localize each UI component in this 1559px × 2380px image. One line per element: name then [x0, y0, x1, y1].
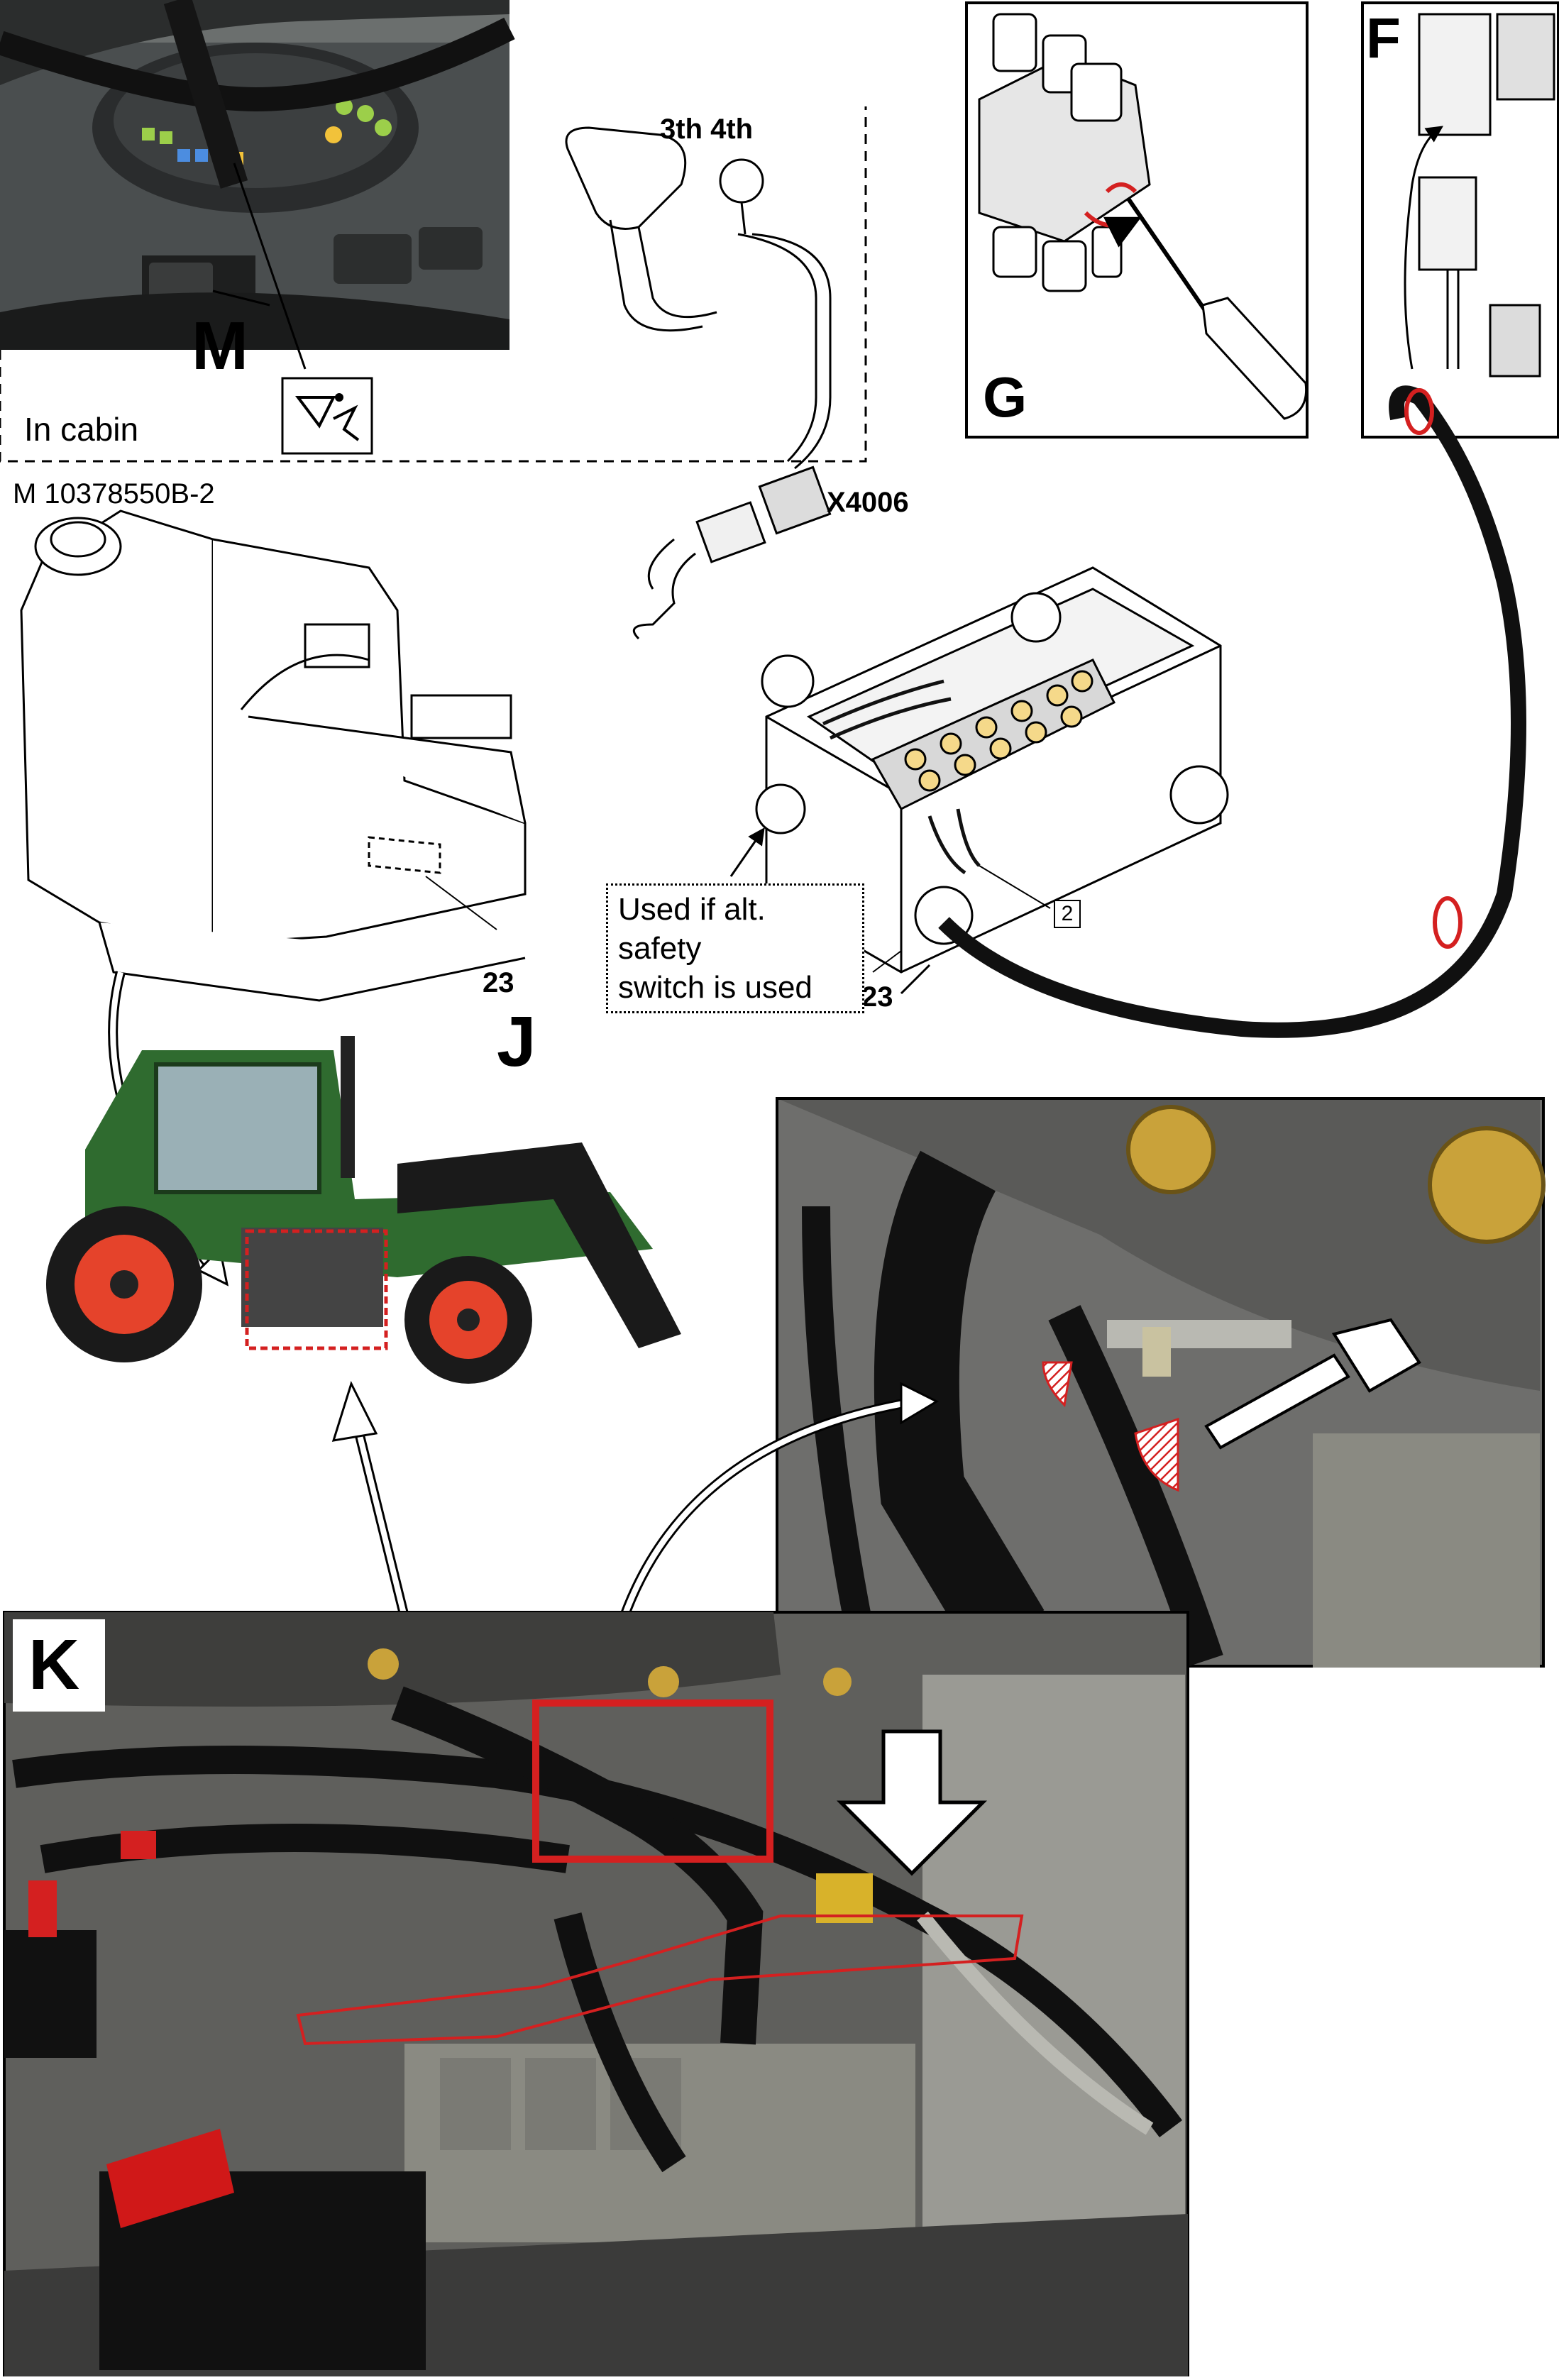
ref-label-23-j: 23 — [483, 967, 514, 998]
valve-block-g — [978, 13, 1151, 292]
tractor-body-drawing — [20, 509, 527, 1002]
connector-label-x4006: X4006 — [827, 487, 909, 518]
tractor-photo — [46, 1036, 681, 1384]
closeup-photo — [776, 1097, 1546, 1668]
joystick-drawing — [565, 126, 832, 470]
panel-label-f: F — [1366, 6, 1401, 70]
connector-x4006 — [632, 465, 832, 640]
engine-photo-k — [3, 1611, 1189, 2378]
cabin-caption: In cabin — [24, 411, 139, 448]
pedal-switch-icon — [281, 377, 373, 455]
safety-switch-note: Used if alt. safety switch is used — [606, 883, 864, 1013]
ref-label-23-box: 23 — [861, 981, 893, 1013]
main-cable — [938, 385, 1526, 1038]
terminal-ref-2: 2 — [1054, 900, 1081, 928]
panel-label-g: G — [983, 365, 1028, 429]
saw-icon — [1204, 1318, 1421, 1450]
connector-f — [1404, 13, 1555, 378]
note-line-1: Used if alt. safety — [618, 892, 766, 966]
cable-tie-marker-f — [1404, 388, 1434, 435]
cable-tie-marker — [1433, 896, 1462, 949]
panel-label-m: M — [192, 308, 248, 384]
gear-labels: 3th 4th — [660, 114, 754, 145]
junction-box-23 — [755, 566, 1229, 995]
document-reference: M 10378550B-2 — [13, 478, 215, 509]
panel-label-k: K — [28, 1625, 80, 1704]
screwdriver-icon — [1126, 197, 1308, 420]
down-arrow-icon — [836, 1729, 988, 1876]
note-line-2: switch is used — [618, 970, 812, 1005]
cabin-photo — [0, 0, 515, 370]
panel-label-j: J — [497, 1002, 536, 1081]
k-label-box — [13, 1619, 105, 1712]
